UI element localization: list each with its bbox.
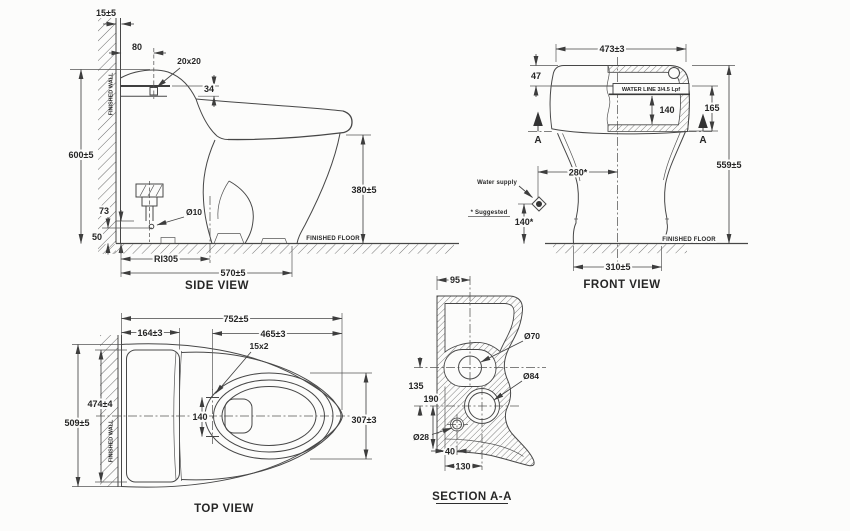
- section-dimensions: 95 Ø70 Ø84 135 190 Ø28 40 130: [406, 273, 542, 474]
- side-finished-floor-label: FINISHED FLOOR: [306, 236, 360, 242]
- front-dimensions: 473±3 47 140 165 559±5 A: [468, 42, 743, 274]
- front-dim-supply-offset: 280*: [569, 168, 588, 178]
- side-wall-and-floor: [98, 18, 459, 254]
- section-dim-hole-large: Ø70: [524, 331, 540, 341]
- side-dim-skirt-height: 50: [92, 232, 102, 242]
- front-dim-lid-height: 47: [531, 71, 541, 81]
- front-dim-water-drop: 140: [659, 105, 674, 115]
- wall-hatch: [98, 18, 116, 254]
- section-aa-title: SECTION A-A: [432, 491, 512, 503]
- top-dim-seat-width: 307±3: [352, 415, 377, 425]
- top-dim-total-width: 509±5: [65, 418, 90, 428]
- seat-ring-inner: [213, 379, 325, 453]
- side-dim-wall-gap: 15±5: [96, 8, 116, 18]
- side-dim-inlet-height: 73: [99, 206, 109, 216]
- side-view-title: SIDE VIEW: [185, 280, 249, 292]
- front-dim-tank-height: 165: [704, 103, 719, 113]
- top-dimensions: 752±5 164±3 465±3 15x2 474±4 509±5 140: [63, 312, 378, 487]
- water-supply-symbol: [531, 196, 547, 212]
- side-dim-hole-offset: 80: [132, 42, 142, 52]
- water-line-group: WATER LINE 3/4.5 Lpf: [609, 83, 690, 96]
- front-view-title: FRONT VIEW: [583, 279, 660, 291]
- seat-ring-outer: [204, 372, 334, 460]
- section-dim-hole-small: Ø28: [413, 432, 429, 442]
- top-dim-bowl-length: 465±3: [261, 329, 286, 339]
- front-dim-total-height: 559±5: [717, 160, 742, 170]
- water-line-label: WATER LINE 3/4.5 Lpf: [622, 87, 680, 93]
- water-supply-label: Water supply: [477, 180, 517, 186]
- side-toilet-outline: [120, 69, 353, 244]
- front-finished-floor-label: FINISHED FLOOR: [662, 237, 716, 243]
- section-dim-top-offset: 95: [450, 275, 460, 285]
- side-finished-wall-label: FINISHED WALL: [109, 72, 115, 115]
- top-dim-hinge-hole: 15x2: [250, 341, 269, 351]
- top-dim-tank-width: 474±4: [88, 399, 113, 409]
- top-dim-hinge-gap: 140: [192, 412, 207, 422]
- suggested-note: * Suggested: [471, 210, 508, 216]
- side-dim-inlet-dia: Ø10: [186, 207, 202, 217]
- floor-hatch: [98, 244, 454, 254]
- section-dim-gap-b: 190: [423, 394, 438, 404]
- side-dim-rough-in: RI305: [154, 254, 178, 264]
- top-toilet-outline: [121, 343, 344, 488]
- supply-inlet-hole: [148, 223, 155, 230]
- side-dim-rim-height: 380±5: [352, 185, 377, 195]
- floor-hatch: [553, 244, 687, 254]
- side-dim-hole-size: 20x20: [177, 56, 201, 66]
- wall-hatch: [100, 335, 118, 487]
- flush-button: [668, 67, 680, 79]
- front-dim-supply-height: 140*: [515, 217, 534, 227]
- section-dim-off-a: 40: [445, 447, 455, 457]
- section-dim-hole-mid: Ø84: [523, 371, 539, 381]
- section-arrow-left: [533, 111, 543, 126]
- top-finished-wall-label: FINISHED WALL: [109, 419, 115, 462]
- side-dim-total-height: 600±5: [69, 150, 94, 160]
- top-view-title: TOP VIEW: [194, 503, 254, 515]
- bowl-opening: [221, 386, 317, 446]
- top-dim-total-length: 752±5: [224, 314, 249, 324]
- section-dim-off-b: 130: [455, 462, 470, 472]
- section-dim-gap-a: 135: [408, 381, 423, 391]
- section-body: [414, 276, 546, 470]
- front-floor: [545, 242, 748, 254]
- top-dim-tank-depth: 164±3: [138, 328, 163, 338]
- section-marker-right: A: [699, 135, 706, 146]
- front-view: WATER LINE 3/4.5 Lpf 473±3 47 140 165: [468, 42, 748, 291]
- section-upper-chamber: [444, 303, 515, 353]
- section-aa-view: 95 Ø70 Ø84 135 190 Ø28 40 130: [406, 273, 546, 504]
- front-dim-base-width: 310±5: [606, 262, 631, 272]
- front-dim-tank-width: 473±3: [600, 44, 625, 54]
- trap-outline: [224, 398, 253, 434]
- section-arrow-right: [698, 113, 708, 128]
- section-marker-left: A: [534, 135, 541, 146]
- side-dim-lid-thickness: 34: [204, 84, 214, 94]
- side-dimensions: 15±5 80 20x20 34 600±5 73: [67, 6, 379, 280]
- top-wall: [100, 335, 122, 487]
- seat-cover-outline: [181, 351, 342, 481]
- side-dim-body-depth: 570±5: [221, 268, 246, 278]
- side-view: 15±5 80 20x20 34 600±5 73: [67, 6, 459, 292]
- top-view: 752±5 164±3 465±3 15x2 474±4 509±5 140: [63, 312, 379, 515]
